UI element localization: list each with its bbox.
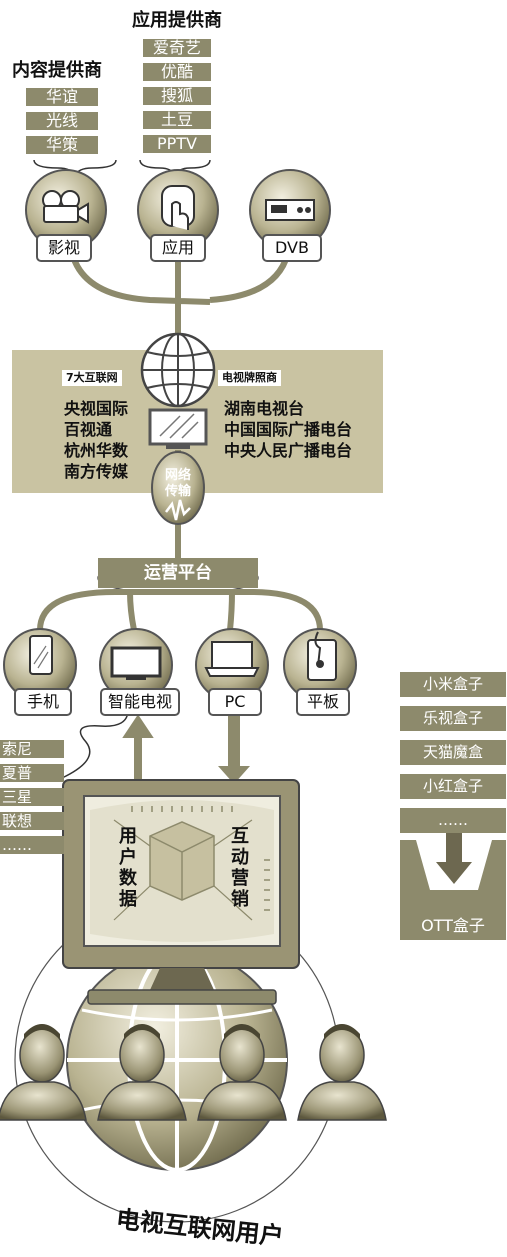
tv-brand-chip: ……: [0, 836, 64, 854]
user-avatar: [97, 1024, 187, 1121]
content-provider-chip: 华谊: [26, 88, 98, 106]
user-avatars: [0, 1024, 387, 1121]
device-branches: [37, 589, 323, 631]
dvb-node-label: DVB: [262, 234, 322, 262]
ott-box-icon: [400, 832, 506, 940]
tv-brand-chip: 联想: [0, 812, 64, 830]
license-item: 百视通: [64, 420, 113, 439]
app-provider-chip: 搜狐: [143, 87, 211, 105]
ott-box-label: OTT盒子: [421, 916, 485, 935]
globe-icon: [140, 332, 216, 408]
film-node-label: 影视: [36, 234, 92, 262]
ott-box-chip: 天猫魔盒: [400, 740, 506, 765]
ott-box-chip: 小米盒子: [400, 672, 506, 697]
user-avatar: [197, 1024, 287, 1121]
pc-laptop-icon: [204, 641, 260, 677]
phone-icon: [29, 635, 53, 675]
content-provider-chip: 光线: [26, 112, 98, 130]
internet-license-list: 央视国际 百视通 杭州华数 南方传媒: [64, 398, 128, 482]
network-label-line2: 传输: [164, 484, 191, 499]
broadcaster-item: 湖南电视台: [224, 399, 305, 418]
ott-box-chip: 小红盒子: [400, 774, 506, 799]
internet-tag: 7大互联网: [62, 370, 122, 386]
brand-cable: [61, 709, 129, 779]
app-provider-chip: 土豆: [143, 111, 211, 129]
download-arrow-icon: [218, 700, 250, 784]
pc-label: PC: [208, 688, 262, 716]
license-item: 央视国际: [64, 399, 129, 418]
smart-tv-icon: [110, 646, 162, 680]
tv-brand-chip: 三星: [0, 788, 64, 806]
user-avatar: [0, 1024, 87, 1121]
phone-label: 手机: [14, 688, 72, 716]
app-node-label: 应用: [150, 234, 206, 262]
app-provider-title: 应用提供商: [132, 10, 222, 31]
network-label: 网络 传输: [160, 468, 196, 500]
user-data-label: 用户数据: [119, 826, 137, 910]
content-provider-chip: 华策: [26, 136, 98, 154]
panel-monitor-icon: [148, 408, 208, 449]
smart-tv-label: 智能电视: [100, 688, 180, 716]
user-data-monitor: [62, 779, 300, 1005]
tv-brand-chip: 夏普: [0, 764, 64, 782]
signal-wave-icon: [165, 499, 191, 521]
interactive-marketing-label: 互动营销: [231, 826, 249, 910]
network-node: [151, 451, 205, 525]
ott-box-chip: 乐视盒子: [400, 706, 506, 731]
license-item: 杭州华数: [64, 441, 129, 460]
film-camera-icon: [42, 190, 89, 224]
dvb-box-icon: [265, 199, 315, 221]
app-provider-chip: PPTV: [143, 135, 211, 153]
app-provider-chip: 优酷: [143, 63, 211, 81]
broadcaster-item: 中央人民广播电台: [224, 441, 353, 460]
license-item: 南方传媒: [64, 462, 129, 481]
broadcaster-item: 中国国际广播电台: [224, 420, 353, 439]
tv-brand-chip: 索尼: [0, 740, 64, 758]
app-provider-chip: 爱奇艺: [143, 39, 211, 57]
content-provider-title: 内容提供商: [12, 60, 102, 81]
broadcaster-list: 湖南电视台 中国国际广播电台 中央人民广播电台: [224, 398, 352, 461]
license-holder-tag: 电视牌照商: [218, 370, 281, 386]
app-touch-icon: [161, 185, 195, 230]
tablet-icon: [307, 631, 337, 681]
tablet-label: 平板: [296, 688, 350, 716]
user-avatar: [297, 1024, 387, 1121]
operating-platform: 运营平台: [98, 558, 258, 588]
network-label-line1: 网络: [164, 468, 191, 483]
ott-box-chip: ……: [400, 808, 506, 833]
